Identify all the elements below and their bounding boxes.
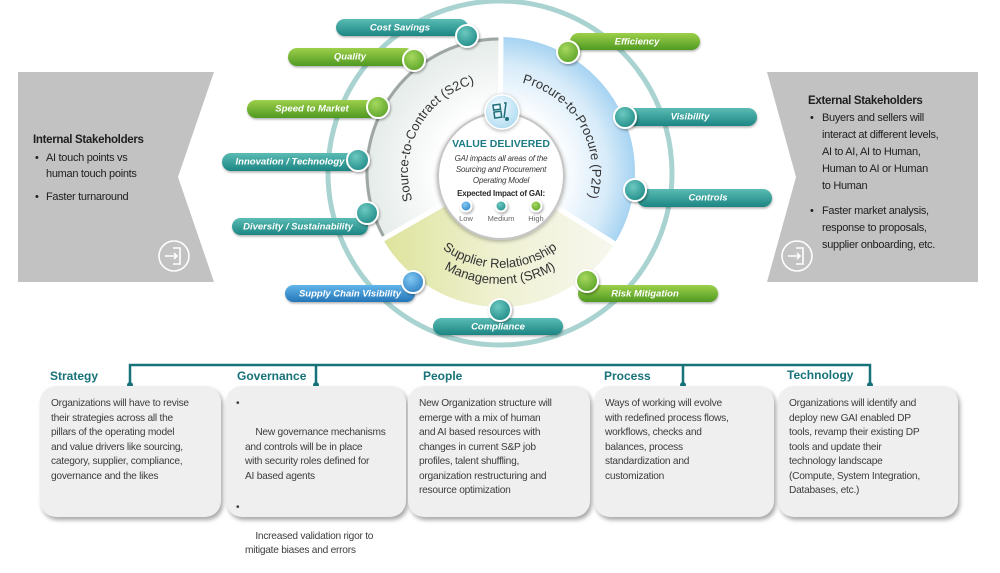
value-driver-label: Visibility bbox=[671, 112, 710, 123]
pillar-title-governance: Governance bbox=[237, 369, 306, 383]
pillar-text: Organizations will identify and deploy n… bbox=[789, 397, 950, 499]
pillar-card-people: New Organization structure will emerge w… bbox=[408, 386, 590, 517]
external-bullet-text: Buyers and sellers will interact at diff… bbox=[822, 110, 938, 195]
value-driver-diversity-sustainability[interactable]: Diversity / Sustainability bbox=[232, 202, 378, 235]
legend-dot-medium bbox=[496, 201, 507, 212]
external-stakeholders-content: External Stakeholders bbox=[808, 93, 978, 109]
value-driver-label: Efficiency bbox=[615, 37, 660, 48]
external-bullet-text: Faster market analysis, response to prop… bbox=[822, 203, 935, 254]
value-driver-label: Speed to Market bbox=[275, 104, 349, 115]
impact-legend-title: Expected Impact of GAI: bbox=[457, 189, 545, 198]
value-driver-innovation-technology[interactable]: Innovation / Technology bbox=[222, 149, 369, 171]
value-driver-supply-chain-visibility[interactable]: Supply Chain Visibility bbox=[285, 271, 424, 302]
bullet-dot: • bbox=[810, 203, 814, 220]
legend-label: Low bbox=[459, 214, 473, 223]
value-driver-visibility[interactable]: Visibility bbox=[614, 106, 757, 128]
internal-bullet-text: Faster turnaround bbox=[46, 190, 128, 206]
legend-dot-high bbox=[531, 201, 542, 212]
value-driver-label: Cost Savings bbox=[370, 23, 430, 34]
value-driver-label: Supply Chain Visibility bbox=[299, 289, 402, 300]
value-driver-label: Compliance bbox=[471, 322, 526, 333]
internal-stakeholders-title: Internal Stakeholders bbox=[33, 132, 183, 148]
value-delivered-title: VALUE DELIVERED bbox=[452, 138, 550, 150]
external-stakeholders-title: External Stakeholders bbox=[808, 93, 978, 109]
internal-bullet-text: AI touch points vs human touch points bbox=[46, 151, 137, 182]
pillar-card-process: Ways of working will evolve with redefin… bbox=[594, 386, 774, 517]
value-driver-cost-savings[interactable]: Cost Savings bbox=[336, 19, 478, 47]
internal-stakeholders-content: Internal Stakeholders bbox=[33, 132, 183, 148]
value-driver-label: Risk Mitigation bbox=[611, 289, 679, 300]
pillar-text: New Organization structure will emerge w… bbox=[419, 397, 582, 499]
governance-bullet-text: Increased validation rigor to mitigate b… bbox=[245, 531, 373, 557]
pillar-text: Ways of working will evolve with redefin… bbox=[605, 397, 766, 484]
pillar-card-strategy: Organizations will have to revise their … bbox=[40, 386, 221, 517]
legend-dot-low bbox=[461, 201, 472, 212]
pillar-title-technology: Technology bbox=[787, 368, 853, 382]
value-driver-quality[interactable]: Quality bbox=[288, 48, 425, 71]
hand-truck-icon bbox=[485, 95, 519, 129]
value-driver-label: Controls bbox=[688, 193, 727, 204]
legend-label: Medium bbox=[488, 214, 515, 223]
bullet-dot: • bbox=[236, 501, 239, 516]
value-delivered-desc-line: Operating Model bbox=[473, 176, 530, 185]
pillar-title-people: People bbox=[423, 369, 462, 383]
value-delivered-desc-line: GAI impacts all areas of the bbox=[455, 154, 548, 163]
governance-bullet-text: New governance mechanisms and controls w… bbox=[245, 427, 386, 482]
bullet-dot: • bbox=[810, 110, 814, 127]
value-delivered-desc-line: Sourcing and Procurement bbox=[456, 165, 547, 174]
value-driver-compliance[interactable]: Compliance bbox=[433, 299, 563, 335]
value-driver-controls[interactable]: Controls bbox=[624, 179, 772, 207]
pillar-title-process: Process bbox=[604, 369, 651, 383]
bullet-dot: • bbox=[236, 397, 239, 412]
bullet-dot: • bbox=[35, 190, 39, 206]
legend-label: High bbox=[528, 214, 543, 223]
value-driver-risk-mitigation[interactable]: Risk Mitigation bbox=[576, 270, 718, 302]
pillar-card-technology: Organizations will identify and deploy n… bbox=[778, 386, 958, 517]
value-driver-speed-to-market[interactable]: Speed to Market bbox=[247, 96, 389, 118]
pillar-title-strategy: Strategy bbox=[50, 369, 98, 383]
value-driver-label: Innovation / Technology bbox=[236, 157, 346, 168]
value-driver-label: Diversity / Sustainability bbox=[243, 222, 354, 233]
value-driver-label: Quality bbox=[334, 52, 367, 63]
pillar-card-governance: • New governance mechanisms and controls… bbox=[226, 386, 406, 517]
bullet-dot: • bbox=[35, 151, 39, 167]
governance-bullet: • Increased validation rigor to mitigate… bbox=[236, 501, 398, 573]
governance-bullet: • New governance mechanisms and controls… bbox=[236, 397, 398, 499]
pillar-text: Organizations will have to revise their … bbox=[51, 397, 213, 484]
